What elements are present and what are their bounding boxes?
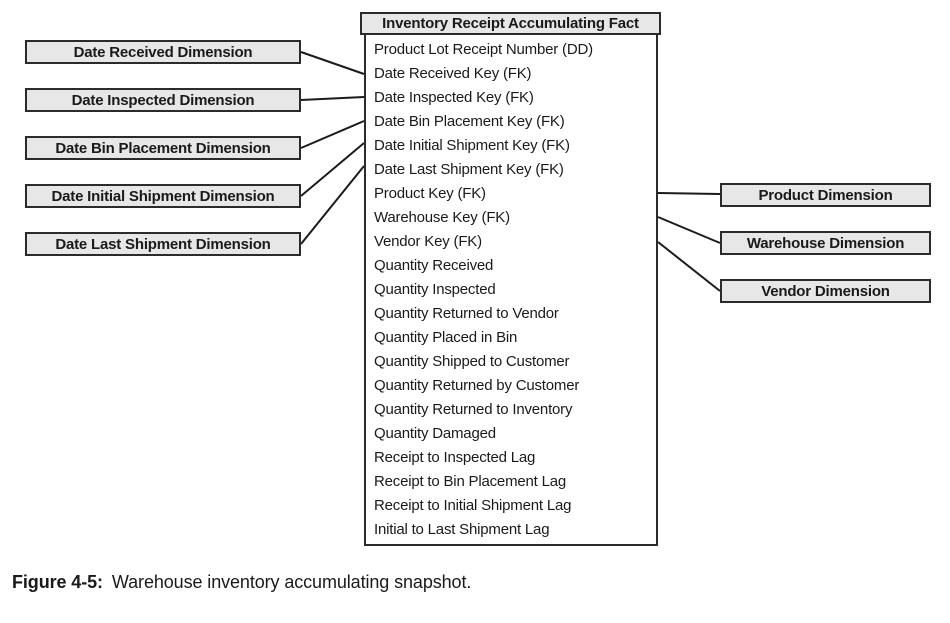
fact-field: Vendor Key (FK) xyxy=(374,233,482,250)
fact-table-header: Inventory Receipt Accumulating Fact xyxy=(360,12,661,35)
dimension-box: Product Dimension xyxy=(720,183,931,207)
fact-field: Quantity Returned to Inventory xyxy=(374,401,573,418)
fact-field: Quantity Received xyxy=(374,257,494,274)
connector-date-inspected xyxy=(300,96,365,101)
dimension-box: Date Last Shipment Dimension xyxy=(25,232,301,256)
fact-field: Quantity Placed in Bin xyxy=(374,329,518,346)
figure-caption-label: Figure 4-5: xyxy=(12,572,103,592)
dimension-box: Date Received Dimension xyxy=(25,40,301,64)
figure-caption-text: Warehouse inventory accumulating snapsho… xyxy=(111,572,472,592)
fact-field: Receipt to Inspected Lag xyxy=(374,449,536,466)
connector-date-bin-placement xyxy=(300,120,365,149)
connector-warehouse xyxy=(657,216,721,244)
fact-field: Quantity Returned to Vendor xyxy=(374,305,559,322)
fact-field: Date Initial Shipment Key (FK) xyxy=(374,137,570,154)
fact-table-fields: Product Lot Receipt Number (DD) Date Rece… xyxy=(364,35,658,546)
fact-field: Date Received Key (FK) xyxy=(374,65,532,82)
fact-field: Receipt to Bin Placement Lag xyxy=(374,473,567,490)
fact-field: Warehouse Key (FK) xyxy=(374,209,510,226)
fact-field: Product Lot Receipt Number (DD) xyxy=(374,41,593,58)
connector-date-last-shipment xyxy=(300,165,365,245)
connector-product xyxy=(657,192,721,195)
fact-field: Initial to Last Shipment Lag xyxy=(374,521,550,538)
fact-field: Date Last Shipment Key (FK) xyxy=(374,161,564,178)
fact-field: Receipt to Initial Shipment Lag xyxy=(374,497,572,514)
connector-date-initial-shipment xyxy=(300,142,365,197)
dimension-box: Date Inspected Dimension xyxy=(25,88,301,112)
fact-field: Quantity Shipped to Customer xyxy=(374,353,570,370)
fact-field: Quantity Damaged xyxy=(374,425,496,442)
fact-field: Product Key (FK) xyxy=(374,185,486,202)
fact-table-title: Inventory Receipt Accumulating Fact xyxy=(382,15,639,32)
fact-field: Date Bin Placement Key (FK) xyxy=(374,113,565,130)
figure-caption: Figure 4-5: Warehouse inventory accumulat… xyxy=(12,572,471,593)
connector-vendor xyxy=(657,241,721,292)
dimension-box: Vendor Dimension xyxy=(720,279,931,303)
fact-field: Date Inspected Key (FK) xyxy=(374,89,534,106)
dimension-box: Warehouse Dimension xyxy=(720,231,931,255)
dimension-box: Date Initial Shipment Dimension xyxy=(25,184,301,208)
fact-field: Quantity Returned by Customer xyxy=(374,377,580,394)
dimension-box: Date Bin Placement Dimension xyxy=(25,136,301,160)
fact-field: Quantity Inspected xyxy=(374,281,496,298)
connector-date-received xyxy=(300,51,365,75)
